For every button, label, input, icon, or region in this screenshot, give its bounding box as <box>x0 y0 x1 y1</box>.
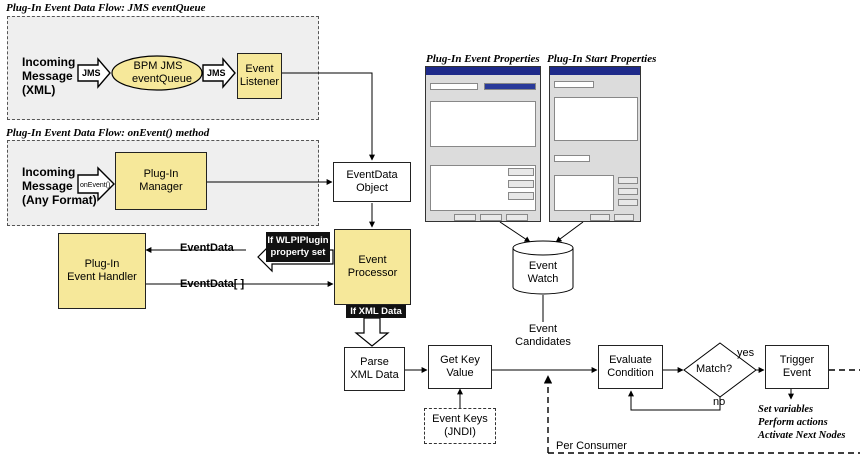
start-properties-dialog <box>549 66 641 222</box>
jms-tag-1: JMS <box>82 68 101 78</box>
jms-queue-ellipse <box>111 55 203 91</box>
event-keys-box: Event Keys(JNDI) <box>424 408 496 444</box>
jms-flow-title: Plug-In Event Data Flow: JMS eventQueue <box>6 2 206 14</box>
jms-tag-2: JMS <box>207 68 226 78</box>
jms-arrow-2 <box>202 57 236 89</box>
onevent-arrow <box>77 166 115 202</box>
if-xml-data-label: If XML Data <box>346 305 406 318</box>
event-properties-dialog <box>425 66 541 222</box>
onevent-tag: onEvent() <box>80 182 111 189</box>
jms-arrow-1 <box>77 57 111 89</box>
no-label: no <box>713 396 726 408</box>
onevent-flow-title: Plug-In Event Data Flow: onEvent() metho… <box>6 127 210 139</box>
eventdata-array-label: EventData[ ] <box>180 278 245 290</box>
event-properties-title: Plug-In Event Properties <box>426 53 540 65</box>
per-consumer-label: Per Consumer <box>556 440 627 452</box>
start-properties-title: Plug-In Start Properties <box>547 53 657 65</box>
yes-label: yes <box>737 347 755 359</box>
eventdata-label: EventData <box>180 242 234 254</box>
match-label: Match? <box>696 363 733 375</box>
